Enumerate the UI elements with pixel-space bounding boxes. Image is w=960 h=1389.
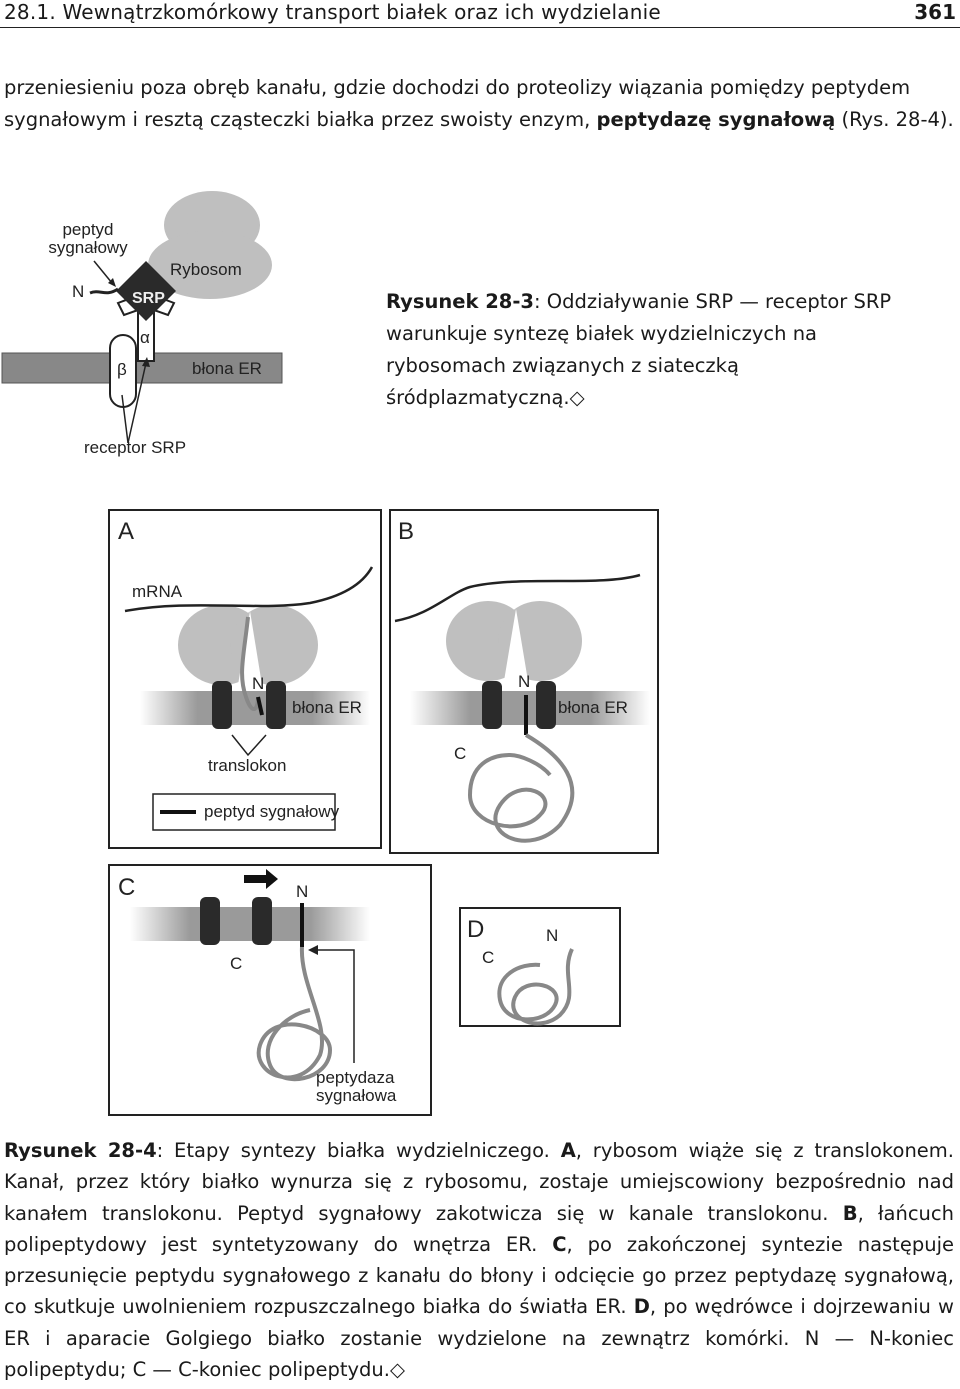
panel-c-peptidase-label-1: peptydaza bbox=[316, 1068, 395, 1087]
panel-a-membrane-label: błona ER bbox=[292, 698, 362, 717]
intro-text-part2: (Rys. 28-4). bbox=[835, 108, 954, 131]
signal-peptide-label-1: peptyd bbox=[62, 220, 113, 239]
signal-peptide-chain bbox=[89, 287, 119, 295]
figure-28-4-caption: Rysunek 28-4: Etapy syntezy białka wydzi… bbox=[4, 1135, 954, 1385]
panel-c-peptidase-label-2: sygnałowa bbox=[316, 1086, 397, 1105]
caption-b-letter: B bbox=[842, 1201, 858, 1225]
panel-b-n-label: N bbox=[518, 672, 530, 691]
panel-b-letter: B bbox=[398, 518, 414, 545]
caption-c-letter: C bbox=[552, 1232, 567, 1256]
panel-b-translocon-left bbox=[482, 681, 502, 729]
signal-peptide-arrowhead bbox=[108, 278, 116, 287]
figure-28-4-diagram: A mRNA N błona ER translokon peptyd sygn… bbox=[108, 509, 659, 1116]
caption-d-letter: D bbox=[633, 1295, 650, 1319]
intro-paragraph: przeniesieniu poza obręb kanału, gdzie d… bbox=[4, 72, 954, 136]
panel-b: B N błona ER C bbox=[389, 509, 659, 854]
panel-d-letter: D bbox=[467, 916, 484, 943]
receptor-arrowhead bbox=[142, 357, 150, 367]
figure-28-3-caption-label: Rysunek 28-3 bbox=[386, 290, 535, 313]
alpha-label: α bbox=[140, 328, 150, 347]
page-header: 28.1. Wewnątrzkomórkowy transport białek… bbox=[0, 0, 960, 28]
panel-c-c-label: C bbox=[230, 954, 242, 973]
ribosome-label: Rybosom bbox=[170, 260, 242, 279]
panel-a-mrna-label: mRNA bbox=[132, 582, 183, 601]
panel-d: D N C bbox=[459, 907, 621, 1027]
panel-a-translocon-left bbox=[212, 681, 232, 729]
panel-c-letter: C bbox=[118, 874, 135, 901]
panel-b-frame bbox=[389, 509, 659, 854]
panel-c-translocon-left bbox=[200, 897, 220, 945]
caption-a-letter: A bbox=[560, 1139, 576, 1162]
panel-b-polypeptide bbox=[467, 733, 575, 843]
panel-c-translocon-right bbox=[252, 897, 272, 945]
end-mark-icon: ◇ bbox=[569, 386, 585, 409]
caption-c-text: , po zakończonej syntezie następuje prze… bbox=[4, 1232, 954, 1319]
page-number: 361 bbox=[914, 0, 956, 24]
panel-c: C N C peptydaza sygnałowa bbox=[108, 864, 432, 1116]
figure-28-3-caption-text: : Oddziaływanie SRP — receptor SRP warun… bbox=[386, 290, 892, 409]
panel-b-mrna-strand bbox=[394, 573, 641, 623]
signal-peptide-label-2: sygnałowy bbox=[48, 238, 128, 257]
intro-text-part1: przeniesieniu poza obręb kanału, gdzie d… bbox=[4, 76, 911, 131]
panel-b-translocon-right bbox=[536, 681, 556, 729]
caption-b-text: , łańcuch polipeptydowy jest syntetyzowa… bbox=[4, 1201, 954, 1256]
receptor-arrow-1 bbox=[121, 394, 129, 444]
panel-d-polypeptide bbox=[497, 948, 574, 1026]
srp-diamond bbox=[116, 261, 176, 321]
n-terminus-label: N bbox=[72, 282, 84, 301]
panel-c-peptidase-arrowhead bbox=[308, 945, 318, 955]
panel-d-n-label: N bbox=[546, 926, 558, 945]
panel-d-c-label: C bbox=[482, 948, 494, 967]
panel-c-membrane bbox=[130, 907, 370, 941]
panel-c-n-label: N bbox=[296, 882, 308, 901]
beta-label: β bbox=[117, 360, 127, 379]
panel-b-membrane-label: błona ER bbox=[558, 698, 628, 717]
signal-peptide-arrow bbox=[93, 260, 113, 284]
panel-a-n-label: N bbox=[252, 674, 264, 693]
ribosome-small-subunit bbox=[148, 231, 272, 299]
panel-a-legend-label: peptyd sygnałowy bbox=[204, 802, 340, 821]
figure-28-3-caption: Rysunek 28-3: Oddziaływanie SRP — recept… bbox=[386, 286, 941, 414]
panel-a-letter: A bbox=[118, 518, 134, 545]
figure-28-4-caption-label: Rysunek 28-4 bbox=[4, 1139, 157, 1162]
panel-b-c-label: C bbox=[454, 744, 466, 763]
panel-a: A mRNA N błona ER translokon peptyd sygn… bbox=[108, 509, 382, 849]
panel-a-mrna-strand bbox=[124, 566, 374, 613]
srp-label: SRP bbox=[132, 290, 165, 307]
panel-c-peptidase-pointer bbox=[314, 949, 355, 1063]
panel-b-membrane bbox=[410, 691, 650, 725]
panel-a-translocon-label: translokon bbox=[208, 756, 286, 775]
caption-d-text: , po wędrówce i dojrzewaniu w ER i apara… bbox=[4, 1295, 954, 1382]
panel-a-nascent-chain bbox=[240, 616, 260, 711]
panel-c-polypeptide bbox=[256, 946, 333, 1082]
panel-b-ribosome-channel bbox=[504, 609, 528, 681]
intro-bold-term: peptydazę sygnałową bbox=[596, 108, 836, 131]
figure-28-3-diagram: peptyd sygnałowy N SRP Rybosom α β błona… bbox=[1, 191, 283, 457]
panel-a-signal-peptide bbox=[256, 696, 264, 716]
header-rule bbox=[0, 27, 960, 28]
panel-c-move-arrow bbox=[244, 869, 278, 889]
panel-d-frame bbox=[459, 907, 621, 1027]
receptor-arrow-2 bbox=[127, 362, 147, 444]
section-title: 28.1. Wewnątrzkomórkowy transport białek… bbox=[4, 0, 661, 24]
caption-intro: : Etapy syntezy białka wydzielniczego. bbox=[156, 1139, 561, 1162]
er-membrane-label: błona ER bbox=[192, 359, 262, 378]
panel-a-translocon-pointer bbox=[231, 734, 267, 757]
srp-receptor-label: receptor SRP bbox=[84, 438, 186, 457]
end-mark-icon: ◇ bbox=[390, 1358, 405, 1382]
panel-a-translocon-right bbox=[266, 681, 286, 729]
caption-a-text: , rybosom wiąże się z translokonem. Kana… bbox=[4, 1139, 954, 1225]
